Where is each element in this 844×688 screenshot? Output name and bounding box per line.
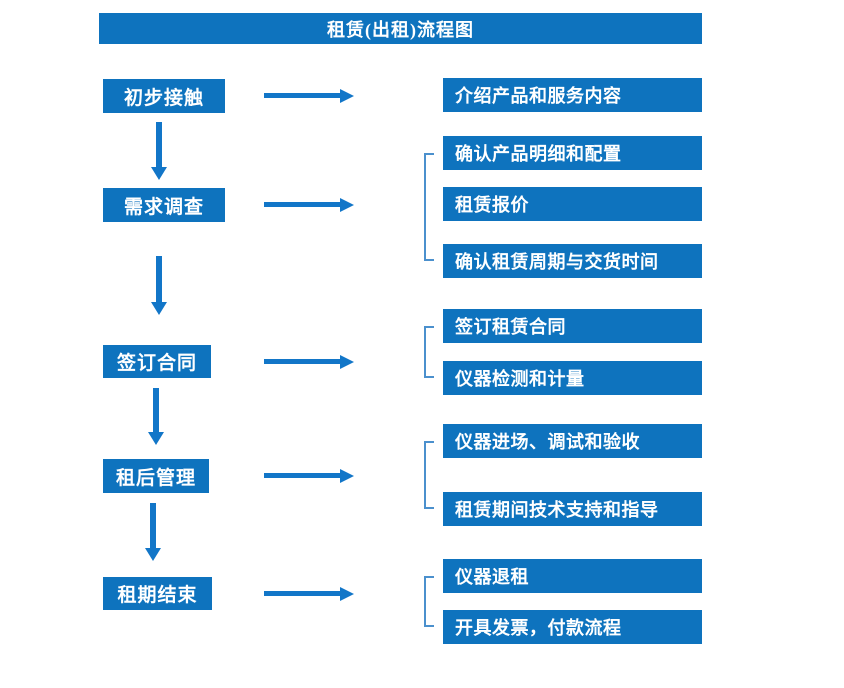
step-lease-end: 租期结束 [103, 577, 212, 610]
arrow-head [340, 587, 354, 601]
detail-invoice-payment: 开具发票，付款流程 [443, 610, 702, 644]
detail-instrument-testing: 仪器检测和计量 [443, 361, 702, 395]
arrow-stem [264, 473, 340, 478]
detail-confirm-lease-period: 确认租赁周期与交货时间 [443, 244, 702, 278]
bracket-group-needs-survey [424, 153, 434, 261]
arrow-stem [264, 591, 340, 596]
arrow-head [340, 89, 354, 103]
detail-confirm-product-config: 确认产品明细和配置 [443, 136, 702, 170]
arrow-head [148, 432, 164, 445]
arrow-stem [264, 359, 340, 364]
arrow-stem [156, 256, 162, 302]
bracket-group-post-rental [424, 441, 434, 509]
step-initial-contact: 初步接触 [103, 79, 225, 113]
arrow-head [340, 198, 354, 212]
arrow-head [151, 302, 167, 315]
detail-rental-quote: 租赁报价 [443, 187, 702, 221]
arrow-stem [153, 388, 159, 432]
bracket-group-lease-end [424, 576, 434, 627]
arrow-head [340, 469, 354, 483]
arrow-stem [264, 93, 340, 98]
step-post-rental-management: 租后管理 [103, 459, 209, 493]
diagram-title: 租赁(出租)流程图 [99, 13, 702, 44]
arrow-head [340, 355, 354, 369]
detail-instrument-setup-acceptance: 仪器进场、调试和验收 [443, 424, 702, 458]
step-sign-contract: 签订合同 [103, 345, 211, 378]
arrow-head [151, 167, 167, 180]
bracket-group-sign-contract [424, 326, 434, 378]
arrow-head [145, 548, 161, 561]
detail-sign-lease-contract: 签订租赁合同 [443, 309, 702, 343]
arrow-stem [150, 503, 156, 548]
arrow-stem [156, 122, 162, 167]
detail-introduce-products: 介绍产品和服务内容 [443, 78, 702, 112]
arrow-stem [264, 202, 340, 207]
detail-instrument-return: 仪器退租 [443, 559, 702, 593]
step-needs-survey: 需求调查 [103, 188, 225, 222]
detail-tech-support-guidance: 租赁期间技术支持和指导 [443, 492, 702, 526]
